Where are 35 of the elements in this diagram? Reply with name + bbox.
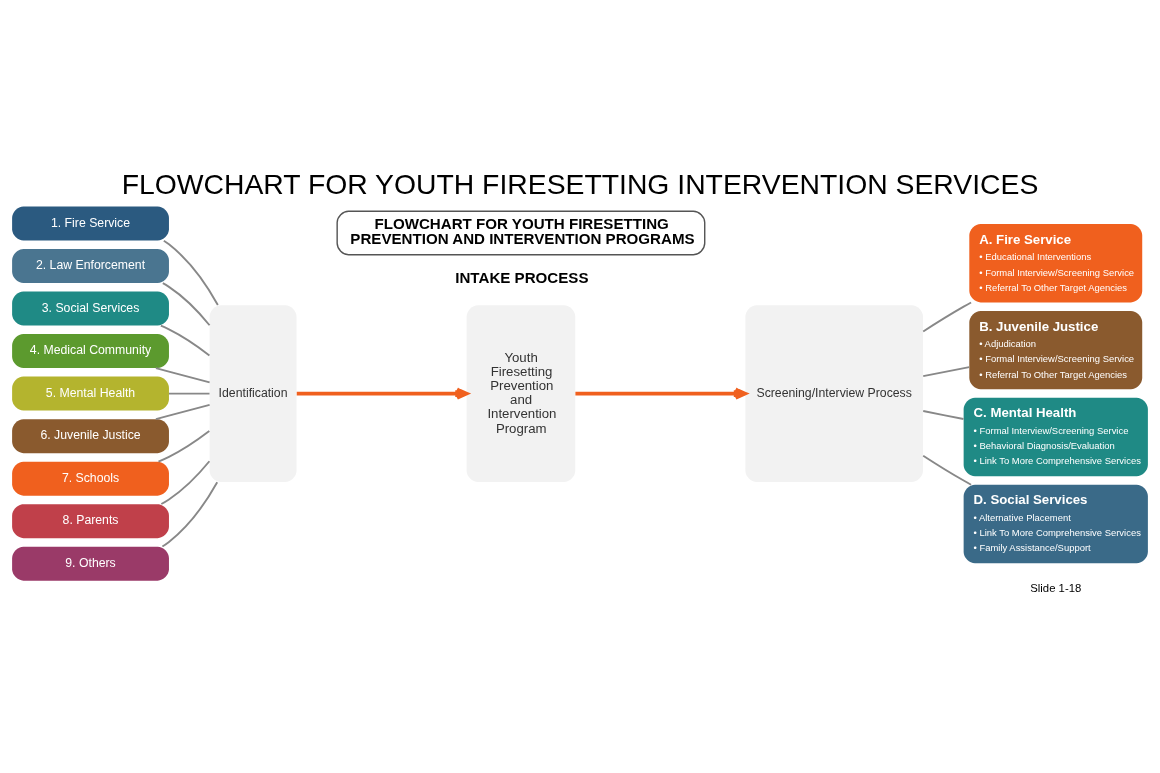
node-box: C. Mental Health • Formal Interview/Screening Service • Behavioral Diagnosis/Evaluation • Link To More Comprehensive Services	[963, 397, 1148, 476]
arrow	[296, 386, 469, 400]
label: Slide 1-18	[1030, 581, 1082, 594]
node-box: 5. Mental Health	[12, 376, 169, 411]
connector	[154, 366, 211, 383]
connector	[922, 301, 973, 332]
node-box: 8. Parents	[12, 503, 169, 538]
node-box: Youth Firesetting Prevention and Intervention Program	[466, 304, 576, 482]
label: FLOWCHART FOR YOUTH FIRESETTING PREVENTION AND INTERVENTION PROGRAMS	[350, 214, 695, 247]
connector	[162, 239, 219, 306]
connector	[154, 403, 211, 420]
connector	[161, 281, 211, 326]
node-box: 7. Schools	[12, 461, 169, 496]
connector	[922, 409, 965, 420]
connector	[160, 459, 211, 505]
node-box: 1. Fire Service	[12, 206, 169, 241]
connector	[159, 324, 211, 356]
connector	[157, 429, 211, 463]
node-box: Screening/Interview Process	[745, 304, 923, 482]
node-box: 2. Law Enforcement	[12, 248, 169, 283]
node-box: B. Juvenile Justice • Adjudication • Formal Interview/Screening Service • Referral To Other Target Agencies	[969, 310, 1143, 389]
node-box: 3. Social Services	[12, 291, 169, 326]
label: INTAKE PROCESS	[455, 268, 589, 286]
connector	[168, 392, 211, 395]
node-box: 6. Juvenile Justice	[12, 418, 169, 453]
node-box: 4. Medical Community	[12, 333, 169, 368]
connector	[161, 480, 219, 547]
node-box: 9. Others	[12, 546, 169, 581]
connector	[922, 454, 973, 486]
diagram-title: FLOWCHART FOR YOUTH FIRESETTING INTERVENTION SERVICES	[121, 167, 1039, 200]
node-box: A. Fire Service • Educational Interventions • Formal Interview/Screening Service • Referral To Other Target Agencies	[969, 223, 1143, 302]
connector	[922, 365, 971, 377]
arrow	[575, 386, 748, 400]
node-box: D. Social Services • Alternative Placement • Link To More Comprehensive Services • Family Assistance/Support	[963, 484, 1148, 563]
node-box: Identification	[209, 304, 297, 482]
